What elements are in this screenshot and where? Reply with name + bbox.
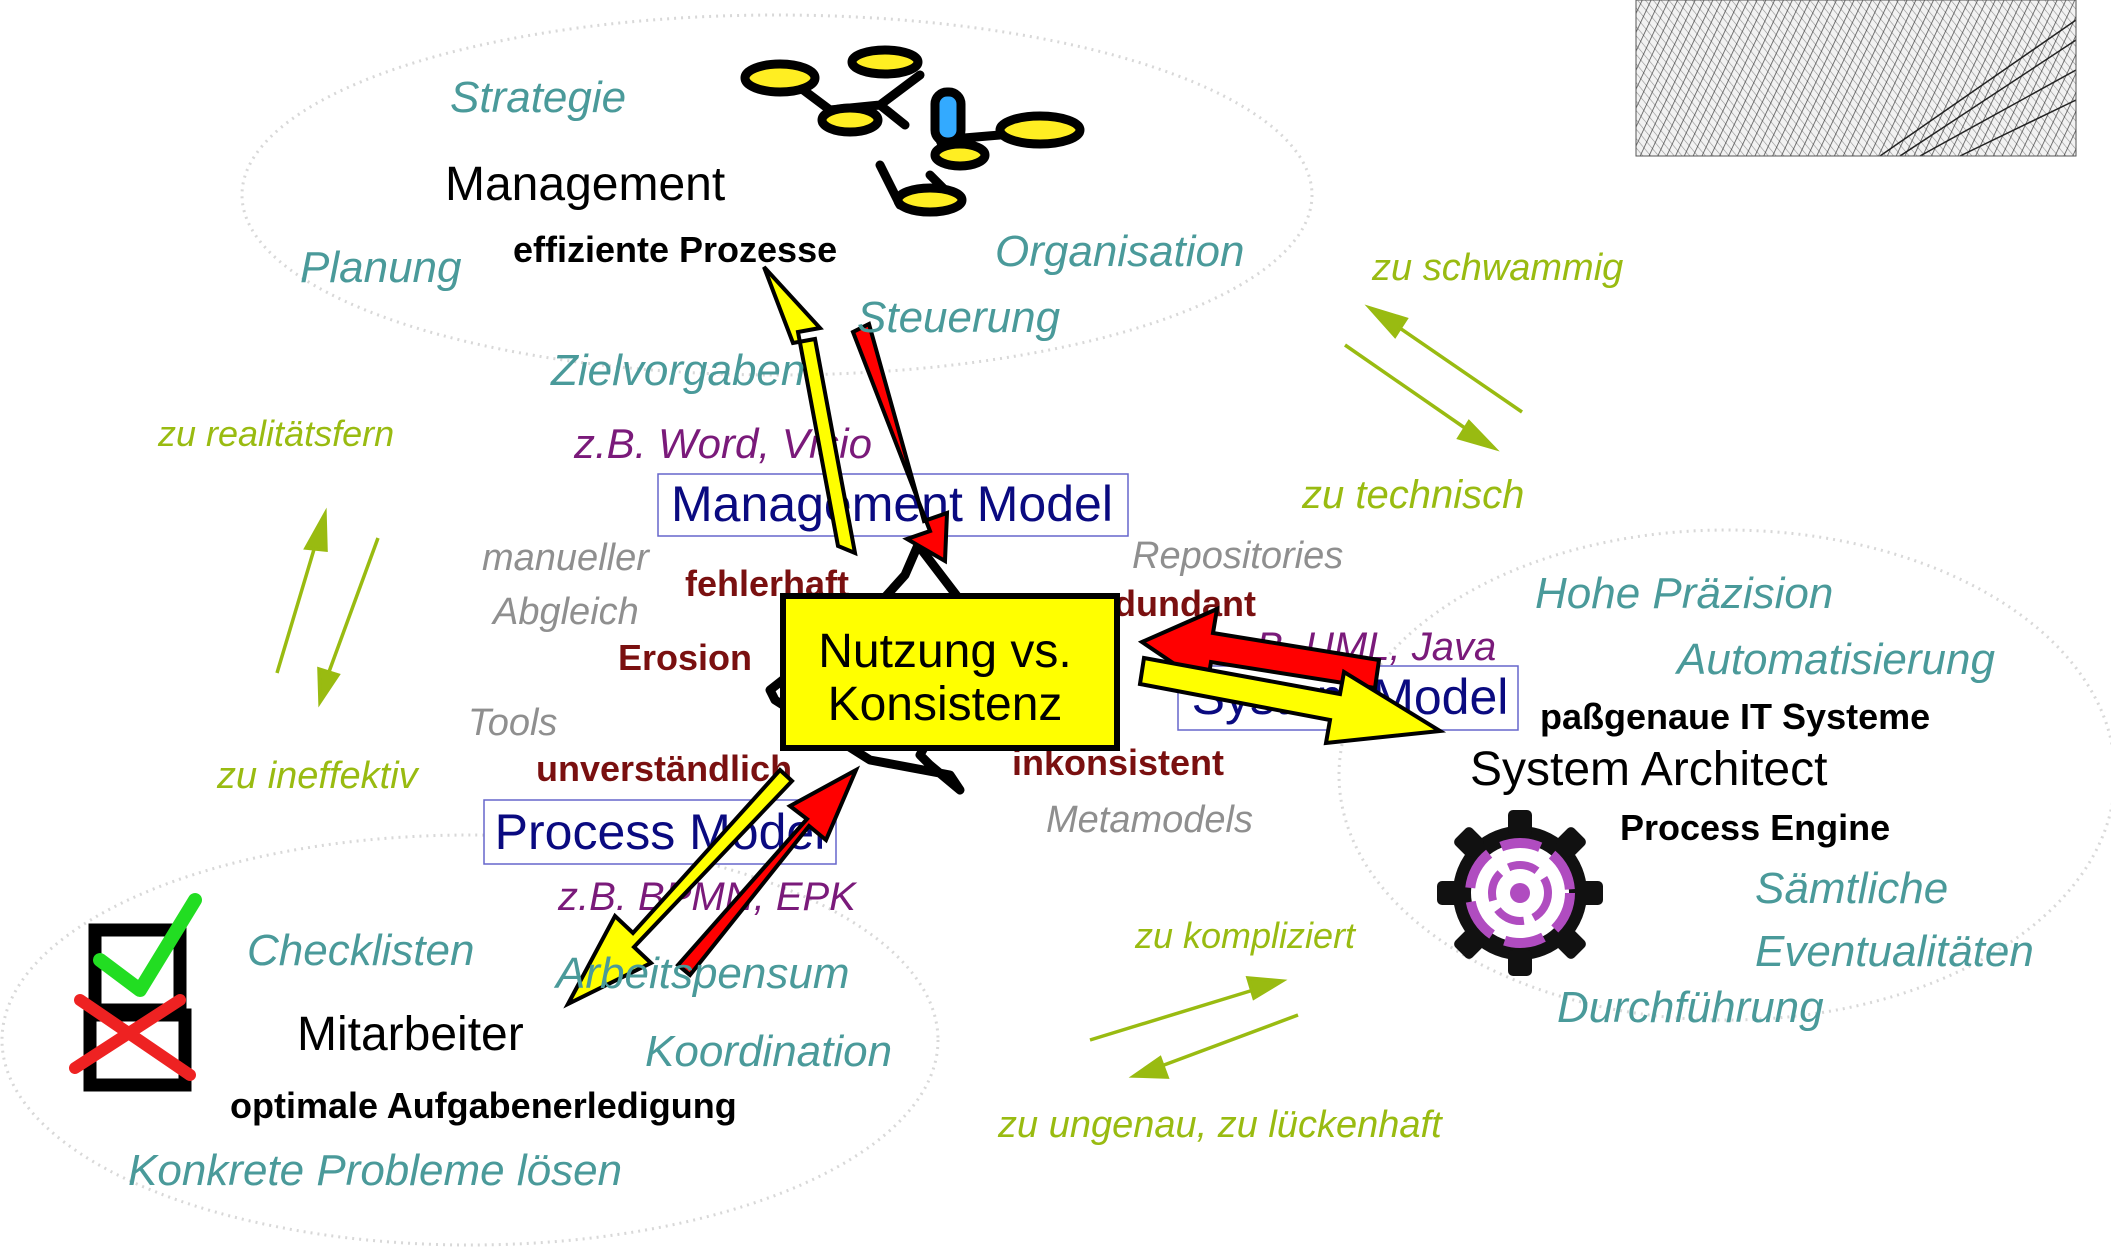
- management-model-label: Management Model: [671, 476, 1113, 532]
- red-arrow-from-management: [850, 321, 950, 565]
- system-task-eventualitaeten: Eventualitäten: [1755, 927, 2034, 976]
- system-goal: paßgenaue IT Systeme: [1540, 696, 1930, 737]
- org-chart-icon: [740, 45, 1085, 217]
- mitarbeiter-role: Mitarbeiter: [297, 1008, 524, 1061]
- system-role: System Architect: [1470, 743, 1827, 796]
- problem-unverstaendlich: unverständlich: [536, 748, 792, 789]
- process-tools-label: z.B. BPMN, EPK: [557, 875, 858, 919]
- mitarbeiter-task-koordination: Koordination: [645, 1027, 892, 1076]
- mitarbeiter-goal: optimale Aufgabenerledigung: [230, 1085, 737, 1126]
- management-task-steuerung: Steuerung: [857, 293, 1061, 342]
- management-task-zielvorgaben: Zielvorgaben: [550, 346, 805, 395]
- critique-realitaetsfern: zu realitätsfern: [157, 413, 394, 454]
- gray-term-metamodels: Metamodels: [1046, 799, 1253, 841]
- management-role: Management: [445, 158, 725, 211]
- yellow-arrow-to-management: [762, 265, 858, 557]
- mitarbeiter-task-probleme: Konkrete Probleme lösen: [128, 1146, 622, 1195]
- system-task-saemtliche: Sämtliche: [1755, 864, 1948, 913]
- mitarbeiter-ellipse: [0, 833, 940, 1247]
- management-task-organisation: Organisation: [995, 227, 1244, 276]
- system-task-durchfuehrung: Durchführung: [1557, 983, 1824, 1032]
- critique-kompliziert: zu kompliziert: [1134, 915, 1357, 956]
- system-engine: Process Engine: [1620, 807, 1890, 848]
- critique-schwammig: zu schwammig: [1371, 247, 1623, 289]
- problem-erosion: Erosion: [618, 637, 752, 678]
- mitarbeiter-task-checklisten: Checklisten: [247, 926, 474, 975]
- management-goal: effiziente Prozesse: [513, 229, 837, 270]
- critique-ungenau: zu ungenau, zu lückenhaft: [997, 1104, 1443, 1146]
- management-ellipse: [240, 13, 1314, 377]
- management-task-strategie: Strategie: [450, 73, 626, 122]
- management-task-planung: Planung: [300, 243, 462, 292]
- critique-ineffektiv: zu ineffektiv: [216, 755, 420, 797]
- red-arrow-from-mitarbeiter: [675, 765, 861, 978]
- system-task-automatisierung: Automatisierung: [1674, 635, 1995, 684]
- center-line-2: Konsistenz: [828, 678, 1063, 731]
- yellow-arrow-to-mitarbeiter: [563, 767, 795, 1009]
- gray-term-repositories: Repositories: [1132, 535, 1343, 577]
- battle-woodcut-image: [1635, 0, 2077, 157]
- center-box: [780, 593, 1120, 751]
- yellow-arrow-to-system: [1137, 655, 1447, 746]
- mitarbeiter-task-arbeitspensum: Arbeitspensum: [553, 949, 849, 998]
- gray-term-manueller: manueller: [482, 537, 650, 579]
- process-model-label: Process Model: [495, 804, 826, 860]
- checklist-icon: [69, 893, 202, 1092]
- center-line-1: Nutzung vs.: [818, 625, 1071, 678]
- critique-technisch: zu technisch: [1301, 473, 1524, 517]
- gear-icon: [1437, 810, 1603, 976]
- system-task-praezision: Hohe Präzision: [1535, 569, 1833, 618]
- management-model-box: [657, 473, 1129, 537]
- arrows-group: [563, 265, 1447, 1009]
- critique-arrows: [275, 304, 1523, 1079]
- gray-term-abgleich: Abgleich: [491, 591, 639, 633]
- gray-term-tools: Tools: [468, 702, 557, 744]
